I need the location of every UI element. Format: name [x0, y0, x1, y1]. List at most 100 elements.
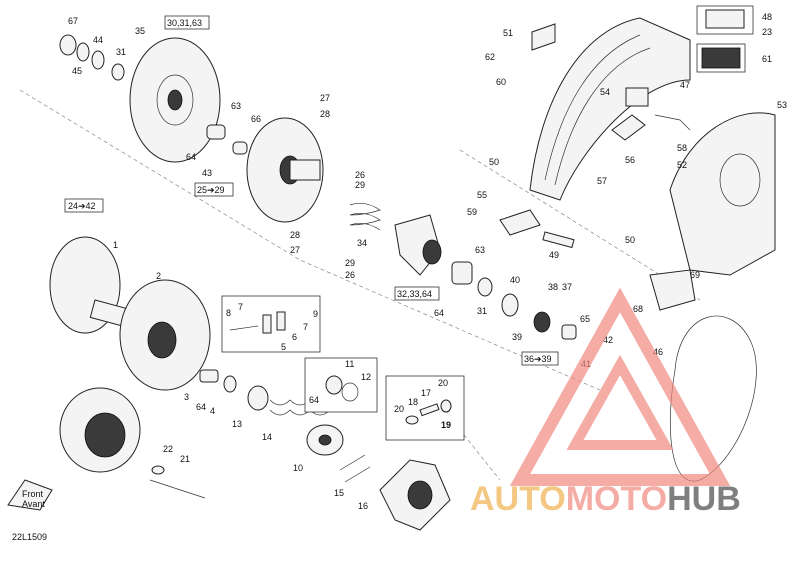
part-label-37: 37 [562, 282, 572, 292]
part-label-26a: 26 [355, 170, 365, 180]
rings-11-12 [325, 375, 359, 402]
driven-pulley-sheave [129, 37, 221, 163]
part-label-63a: 63 [231, 101, 241, 111]
part-label-56: 56 [625, 155, 635, 165]
callout-boxes [64, 15, 559, 366]
part-label-64d: 64 [309, 395, 319, 405]
part-label-68: 68 [633, 304, 643, 314]
watermark-auto: AUTO [470, 480, 566, 518]
part-label-21: 21 [180, 454, 190, 464]
part-label-13: 13 [232, 419, 242, 429]
part-label-67: 67 [68, 16, 78, 26]
part-label-26b: 26 [345, 270, 355, 280]
part-label-57: 57 [597, 176, 607, 186]
belt-guard-arm [529, 17, 691, 201]
part-label-43: 43 [202, 168, 212, 178]
part-label-28a: 28 [320, 109, 330, 119]
drive-pulley-sheave [49, 236, 135, 334]
part-label-42: 42 [603, 335, 613, 345]
roller-kit [405, 399, 452, 425]
part-label-27b: 27 [290, 245, 300, 255]
part-label-4: 4 [210, 406, 215, 416]
part-label-39: 39 [512, 332, 522, 342]
part-label-29b: 29 [345, 258, 355, 268]
part-label-10: 10 [293, 463, 303, 473]
screws-15 [339, 454, 371, 483]
part-label-55: 55 [477, 190, 487, 200]
part-label-48: 48 [762, 12, 772, 22]
part-label-14: 14 [262, 432, 272, 442]
part-label-22: 22 [163, 444, 173, 454]
part-label-6: 6 [292, 332, 297, 342]
part-label-7a: 7 [238, 302, 243, 312]
watermark-hub: HUB [667, 480, 741, 518]
bracket-49 [499, 209, 575, 249]
part-label-62: 62 [485, 52, 495, 62]
part-label-3: 3 [184, 392, 189, 402]
part-label-59: 59 [467, 207, 477, 217]
part-label-29a: 29 [355, 180, 365, 190]
part-label-35: 35 [135, 26, 145, 36]
latch-69 [649, 269, 696, 311]
drive-pulley-assembly [59, 387, 141, 473]
part-label-31b: 31 [477, 306, 487, 316]
part-label-32_33_64: 32,33,64 [397, 289, 432, 299]
drive-belt-46 [669, 315, 757, 482]
part-label-66: 66 [251, 114, 261, 124]
seals-bearing [199, 369, 269, 411]
part-label-69: 69 [690, 270, 700, 280]
washers-stack [59, 34, 125, 81]
part-label-47: 47 [680, 80, 690, 90]
part-label-54: 54 [600, 87, 610, 97]
part-label-2: 2 [156, 271, 161, 281]
part-label-24_42: 24➔42 [68, 201, 96, 211]
part-label-46: 46 [653, 347, 663, 357]
diagram-code: 22L1509 [12, 532, 47, 542]
part-label-50b: 50 [625, 235, 635, 245]
ring-parts-right [451, 261, 577, 340]
part-label-1: 1 [113, 240, 118, 250]
part-label-65: 65 [580, 314, 590, 324]
bolt-21 [149, 465, 206, 499]
part-label-40: 40 [510, 275, 520, 285]
spider-housing [119, 279, 211, 391]
part-label-20a: 20 [438, 378, 448, 388]
bushings [206, 124, 248, 155]
part-label-5: 5 [281, 342, 286, 352]
watermark-logo: AUTOMOTOHUB [470, 287, 741, 518]
spring-34 [349, 203, 381, 231]
part-label-64c: 64 [196, 402, 206, 412]
part-label-12: 12 [361, 372, 371, 382]
part-label-45: 45 [72, 66, 82, 76]
front-arrow-icon: Front Avant [7, 479, 53, 511]
clip-51 [531, 23, 556, 51]
front-label: Front [22, 489, 44, 499]
part-label-60: 60 [496, 77, 506, 87]
part-label-15: 15 [334, 488, 344, 498]
part-label-20b: 20 [394, 404, 404, 414]
hub-10 [306, 424, 344, 456]
part-label-7b: 7 [303, 322, 308, 332]
part-label-53: 53 [777, 100, 787, 110]
part-label-25_29: 25➔29 [197, 185, 225, 195]
part-label-34: 34 [357, 238, 367, 248]
part-label-63b: 63 [475, 245, 485, 255]
label-plates [696, 5, 754, 73]
part-label-27a: 27 [320, 93, 330, 103]
part-label-8: 8 [226, 308, 231, 318]
part-label-61: 61 [762, 54, 772, 64]
part-label-58: 58 [677, 143, 687, 153]
part-label-11: 11 [345, 359, 354, 369]
cam-32 [394, 214, 442, 276]
part-label-16: 16 [358, 501, 368, 511]
svg-text:AUTOMOTOHUB: AUTOMOTOHUB [470, 480, 741, 518]
part-label-17: 17 [421, 388, 431, 398]
part-label-23: 23 [762, 27, 772, 37]
part-label-30_31_63: 30,31,63 [167, 18, 202, 28]
governor-cup-16 [379, 459, 451, 531]
front-label-fr: Avant [22, 499, 45, 509]
watermark-moto: MOTO [566, 480, 667, 518]
belt-cover-52 [669, 112, 776, 276]
part-label-64b: 64 [434, 308, 444, 318]
